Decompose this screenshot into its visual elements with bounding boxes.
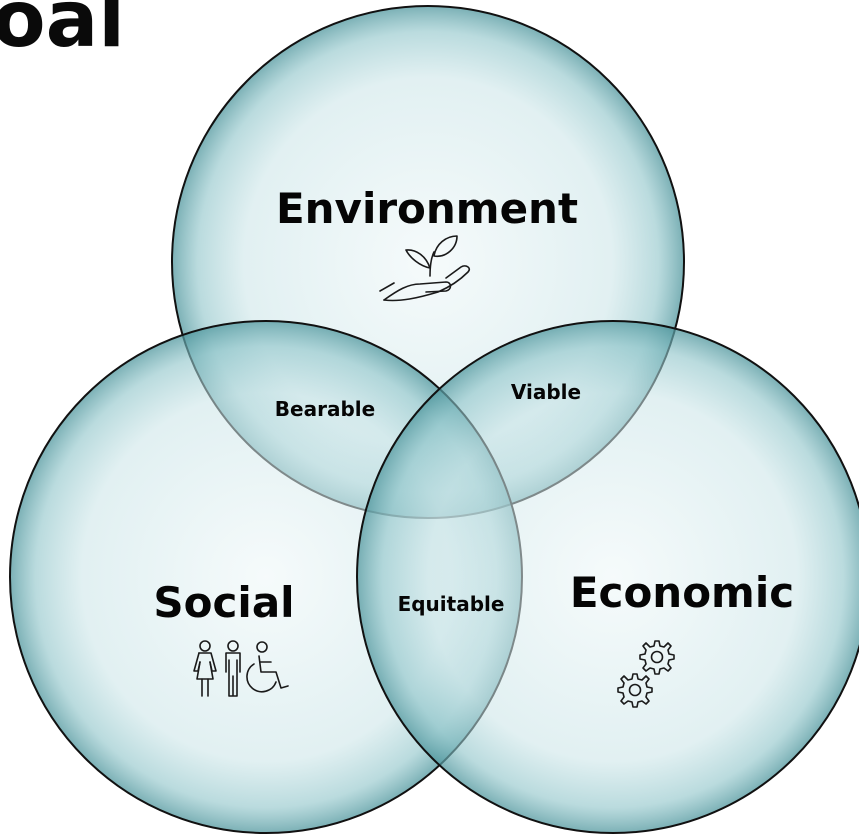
people-accessibility-icon: [193, 640, 289, 697]
equitable-label: Equitable: [398, 592, 505, 616]
environment-title: Environment: [276, 184, 578, 233]
plant-in-hand-icon: [379, 235, 471, 302]
page-heading-fragment: oal: [0, 0, 125, 65]
gears-icon: [617, 640, 675, 708]
social-title: Social: [153, 578, 294, 627]
bearable-label: Bearable: [275, 397, 375, 421]
viable-label: Viable: [511, 380, 581, 404]
economic-title: Economic: [570, 568, 794, 617]
economic-circle: [356, 320, 859, 834]
